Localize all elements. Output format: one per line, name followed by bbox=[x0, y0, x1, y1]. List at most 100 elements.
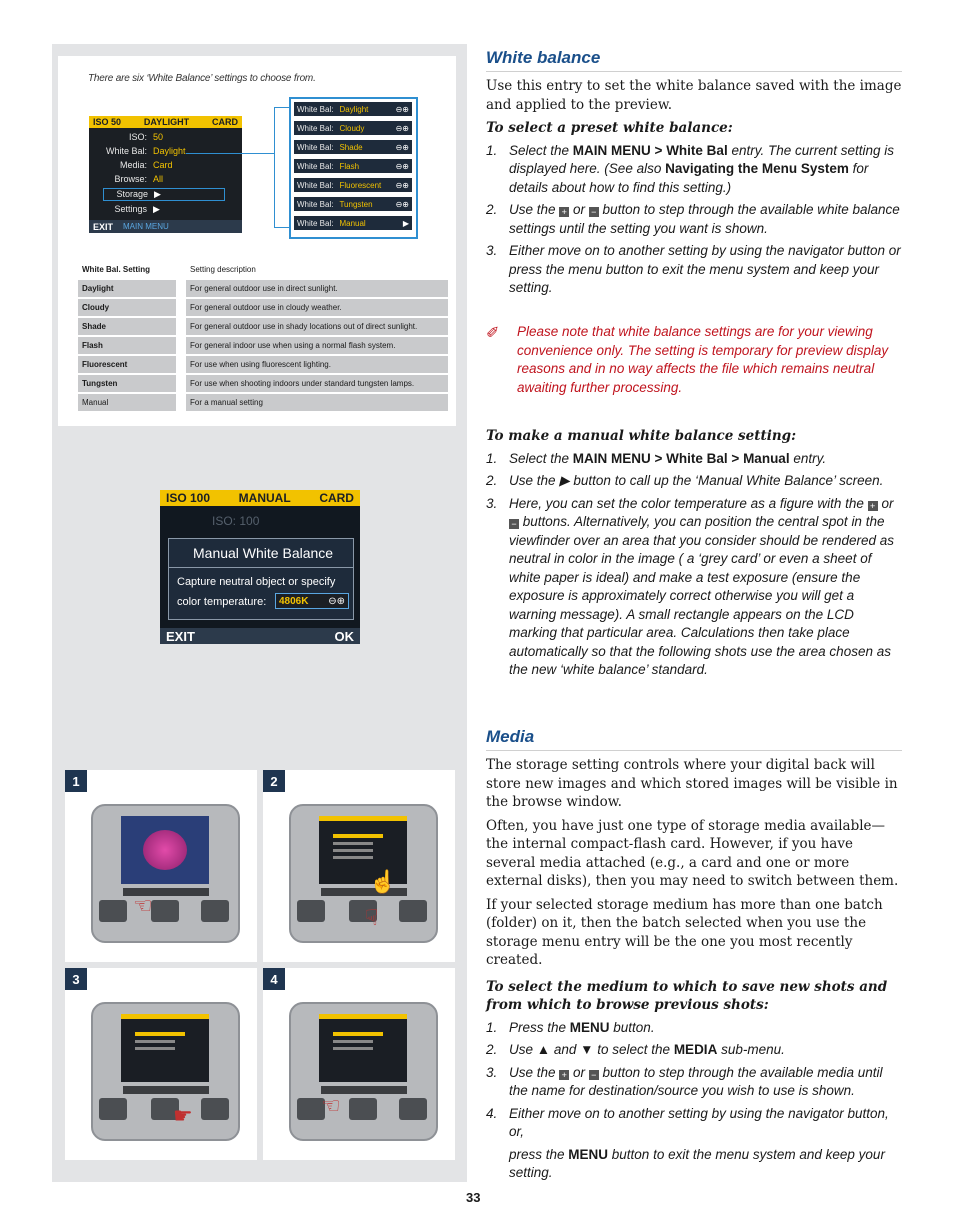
section-title-white-balance: White balance bbox=[486, 48, 601, 67]
wb-option: White Bal:Shade⊖⊕ bbox=[294, 140, 412, 154]
mwb-ok: OK bbox=[334, 628, 355, 644]
wb-step-1: 1. Select the MAIN MENU > White Bal entr… bbox=[486, 142, 895, 195]
lcd-row: Browse:All bbox=[114, 174, 164, 184]
lcd-row: Settings▶ bbox=[114, 204, 160, 214]
page-number: 33 bbox=[466, 1190, 481, 1205]
wb-option: White Bal:Tungsten⊖⊕ bbox=[294, 197, 412, 211]
section-title-media: Media bbox=[486, 727, 535, 746]
photo-step-1: 1 ☜ bbox=[65, 770, 257, 962]
lcd-media: CARD bbox=[212, 117, 238, 127]
media-step-2: 2. Use ▲ and ▼ to select the MEDIA sub-m… bbox=[486, 1042, 785, 1057]
minus-button-icon: − bbox=[588, 1069, 599, 1080]
step-number-badge: 4 bbox=[263, 968, 285, 990]
photo-step-4: 4 ☜ bbox=[263, 968, 455, 1160]
wb-preset-heading: To select a preset white balance: bbox=[486, 120, 733, 136]
media-step-3: 3. Use the + or − button to step through… bbox=[486, 1064, 883, 1099]
device-screen bbox=[121, 816, 209, 884]
pencil-icon: ✐ bbox=[486, 323, 500, 342]
lcd-iso: ISO 50 bbox=[93, 117, 122, 127]
device-brand bbox=[321, 888, 407, 896]
step-number-badge: 1 bbox=[65, 770, 87, 792]
wb-intro: Use this entry to set the white balance … bbox=[486, 78, 902, 113]
mwb-media: CARD bbox=[319, 491, 354, 505]
device-brand bbox=[123, 888, 209, 896]
media-content: The storage setting controls where your … bbox=[486, 756, 902, 1183]
figure-caption: There are six ‘White Balance’ settings t… bbox=[88, 73, 316, 84]
hand-icon: ☜ bbox=[321, 1094, 341, 1119]
media-p1: The storage setting controls where your … bbox=[486, 757, 898, 810]
step-number-badge: 3 bbox=[65, 968, 87, 990]
pointer-line bbox=[274, 107, 275, 227]
white-balance-content: Use this entry to set the white balance … bbox=[486, 77, 902, 298]
white-balance-table: White Bal. Setting Setting description D… bbox=[78, 258, 448, 413]
wb-manual-step-3: 3. Here, you can set the color temperatu… bbox=[486, 495, 894, 678]
lcd-exit: EXIT bbox=[93, 221, 114, 232]
hand-icon: ☛ bbox=[173, 1104, 193, 1129]
wb-step-2: 2. Use the + or − button to step through… bbox=[486, 202, 900, 236]
photo-step-2: 2 ☝ ☟ bbox=[263, 770, 455, 962]
wb-option: White Bal:Fluorescent⊖⊕ bbox=[294, 178, 412, 192]
section-rule bbox=[486, 750, 902, 751]
hand-icon: ☜ bbox=[133, 894, 153, 919]
mwb-bg-row: ISO: 100 bbox=[212, 514, 260, 528]
media-p3: If your selected storage medium has more… bbox=[486, 896, 883, 969]
camera-back-device: ☜ bbox=[289, 1002, 438, 1141]
device-screen bbox=[121, 1014, 209, 1082]
table-header: Setting description bbox=[190, 264, 256, 274]
photo-step-3: 3 ☛ bbox=[65, 968, 257, 1160]
pointer-line bbox=[186, 153, 274, 154]
table-header: White Bal. Setting bbox=[82, 264, 150, 274]
wb-option: White Bal:Manual▶ bbox=[294, 216, 412, 230]
media-step-4b: press the MENU button to exit the menu s… bbox=[509, 1146, 885, 1181]
plus-button-icon: + bbox=[559, 1069, 570, 1080]
camera-back-device: ☛ bbox=[91, 1002, 240, 1141]
plus-button-icon: + bbox=[559, 207, 570, 217]
lcd-main-menu: ISO 50 DAYLIGHT CARD ISO:50 White Bal:Da… bbox=[89, 116, 242, 233]
device-screen bbox=[319, 816, 407, 884]
media-step-4: 4. Either move on to another setting by … bbox=[486, 1105, 889, 1140]
white-balance-options: White Bal:Daylight⊖⊕ White Bal:Cloudy⊖⊕ … bbox=[289, 97, 418, 239]
media-heading: To select the medium to which to save ne… bbox=[486, 978, 888, 1014]
wb-step-3: 3. Either move on to another setting by … bbox=[486, 243, 901, 295]
mwb-line2: color temperature: bbox=[177, 596, 267, 608]
device-brand bbox=[123, 1086, 209, 1094]
manual-white-balance-screen: ISO 100 MANUAL CARD ISO: 100 Manual Whit… bbox=[160, 490, 360, 644]
mwb-temp-field[interactable]: 4806K ⊖⊕ bbox=[275, 593, 349, 609]
pointer-line bbox=[274, 227, 289, 228]
wb-note: ✐ Please note that white balance setting… bbox=[486, 323, 902, 397]
camera-back-device: ☜ bbox=[91, 804, 240, 943]
plus-button-icon: + bbox=[867, 500, 878, 511]
mwb-dialog: Manual White Balance Capture neutral obj… bbox=[168, 538, 354, 620]
mwb-temp-value: 4806K bbox=[279, 595, 309, 607]
mwb-mode: MANUAL bbox=[238, 491, 291, 505]
minus-button-icon: − bbox=[509, 519, 519, 529]
lcd-row: White Bal:Daylight bbox=[105, 146, 186, 156]
hand-icon: ☟ bbox=[365, 906, 379, 931]
section-rule bbox=[486, 71, 902, 72]
wb-option: White Bal:Cloudy⊖⊕ bbox=[294, 121, 412, 135]
minus-button-icon: − bbox=[588, 207, 599, 217]
device-brand bbox=[321, 1086, 407, 1094]
media-p2: Often, you have just one type of storage… bbox=[486, 817, 899, 890]
lcd-row: ISO:50 bbox=[128, 132, 164, 142]
media-step-1: 1. Press the MENU button. bbox=[486, 1019, 655, 1035]
wb-manual-step-1: 1. Select the MAIN MENU > White Bal > Ma… bbox=[486, 450, 827, 466]
device-screen bbox=[319, 1014, 407, 1082]
lcd-wb: DAYLIGHT bbox=[143, 117, 190, 127]
hand-icon: ☝ bbox=[369, 870, 397, 895]
lcd-row-selected: Storage▶ bbox=[103, 188, 225, 201]
mwb-line1: Capture neutral object or specify bbox=[177, 576, 336, 588]
wb-option: White Bal:Flash⊖⊕ bbox=[294, 159, 412, 173]
wb-manual-heading: To make a manual white balance setting: bbox=[486, 428, 797, 444]
mwb-iso: ISO 100 bbox=[166, 491, 211, 505]
pointer-line bbox=[274, 107, 289, 108]
step-number-badge: 2 bbox=[263, 770, 285, 792]
lcd-row: Media:Card bbox=[119, 160, 173, 170]
lcd-main-menu-label: MAIN MENU bbox=[123, 222, 169, 231]
